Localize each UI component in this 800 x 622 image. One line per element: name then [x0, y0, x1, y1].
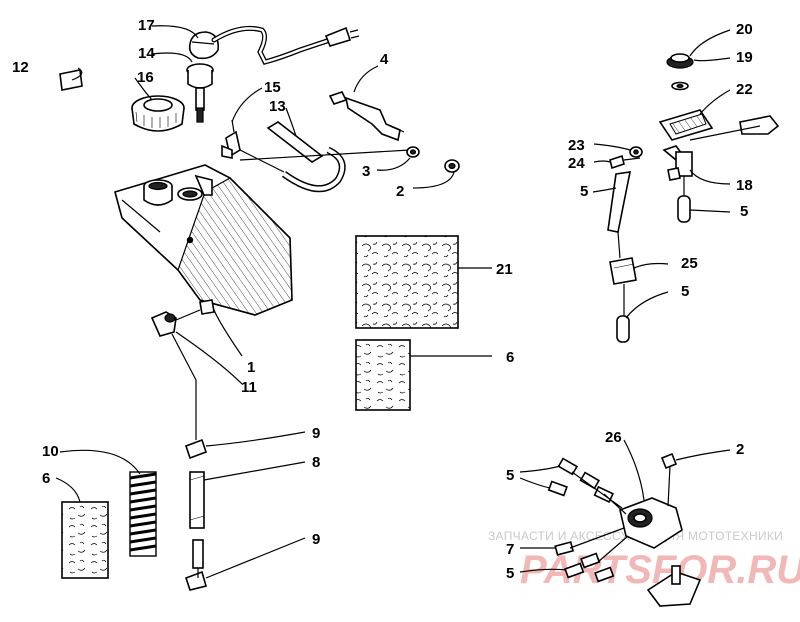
callout-5-filter-hose: 5	[681, 283, 689, 300]
valve-screws	[609, 146, 643, 170]
callout-21: 21	[496, 261, 513, 278]
callout-5-pump-lower: 5	[506, 565, 514, 582]
callout-2-nut: 2	[396, 183, 404, 200]
callout-17: 17	[138, 17, 155, 34]
foam-pad-small	[355, 339, 411, 411]
leader-lines	[55, 25, 731, 579]
vent-fitting	[221, 119, 241, 159]
foam-pad-left	[61, 501, 109, 579]
callout-19: 19	[736, 49, 753, 66]
fuel-cap	[131, 95, 185, 132]
coil-spring	[129, 471, 157, 557]
valve-bracket	[658, 109, 780, 141]
callout-18: 18	[736, 177, 753, 194]
outlet-elbow	[150, 309, 201, 440]
callout-8: 8	[312, 454, 320, 471]
mount-bracket	[239, 91, 411, 161]
callout-10: 10	[42, 443, 59, 460]
callout-4: 4	[380, 51, 389, 68]
callout-2-pump-nut: 2	[736, 441, 744, 458]
callout-6-left-pad: 6	[42, 470, 50, 487]
foam-pad-large	[355, 235, 459, 329]
vent-hose	[239, 121, 346, 193]
fuel-tank	[114, 164, 293, 316]
callout-5-pump-upper: 5	[506, 467, 514, 484]
callout-9-upper: 9	[312, 425, 320, 442]
callout-24: 24	[568, 155, 585, 172]
callout-15: 15	[264, 79, 281, 96]
callout-22: 22	[736, 81, 753, 98]
fuel-gauge-sender	[186, 31, 220, 123]
decal-plate	[59, 69, 83, 91]
callout-3: 3	[362, 163, 370, 180]
callout-5-upper-hose: 5	[580, 183, 588, 200]
callout-7: 7	[506, 541, 514, 558]
callout-16: 16	[137, 69, 154, 86]
callout-9-lower: 9	[312, 531, 320, 548]
washer-nut-set	[406, 146, 460, 173]
callout-5-valve-hose: 5	[740, 203, 748, 220]
callout-1: 1	[247, 359, 255, 376]
fuel-line	[184, 438, 208, 591]
fuel-pump	[547, 452, 702, 607]
inline-filter	[607, 171, 637, 343]
callout-23: 23	[568, 137, 585, 154]
callout-labels: 1 2 2 3 4 5 5 5 5 5 6 6 7 8 9 9 10 11 12…	[12, 17, 753, 582]
callout-13: 13	[269, 98, 286, 115]
sender-wire-harness	[211, 25, 360, 65]
shutoff-valve	[662, 145, 693, 223]
callout-25: 25	[681, 255, 698, 272]
valve-grommet	[666, 53, 694, 91]
callout-26: 26	[605, 429, 622, 446]
callout-11: 11	[241, 379, 257, 396]
callout-6-small-pad: 6	[506, 349, 514, 366]
callout-20: 20	[736, 21, 753, 38]
callout-14: 14	[138, 45, 155, 62]
callout-12: 12	[12, 59, 29, 76]
